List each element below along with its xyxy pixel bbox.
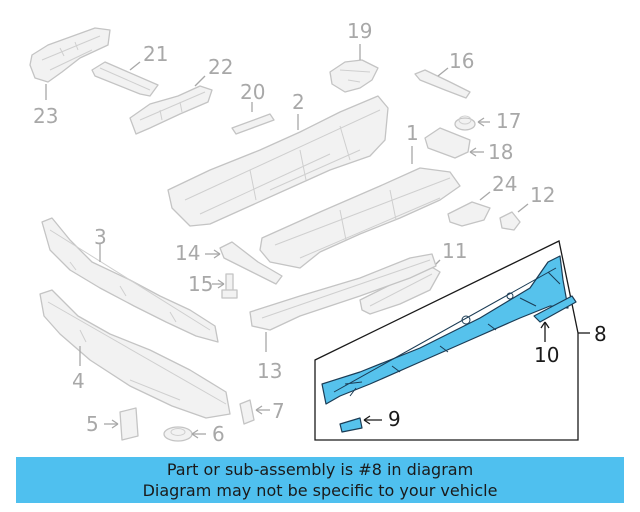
callout-8: 8 [594,322,607,346]
part-1-drawing [259,167,461,269]
callout-24: 24 [492,172,517,196]
part-23-drawing [29,27,111,83]
part-21-drawing [91,61,159,97]
part-14-drawing [219,241,283,285]
part-24-drawing [447,201,491,227]
part-19-drawing [329,59,379,93]
callout-13: 13 [257,359,282,383]
callout-4: 4 [72,369,85,393]
part-7-drawing [239,399,255,425]
part-6-drawing [163,426,193,442]
part-18-drawing [424,127,471,159]
banner-line-1: Part or sub-assembly is #8 in diagram [166,460,474,479]
callout-3: 3 [94,225,107,249]
part-13-drawing [249,253,437,331]
callout-12: 12 [530,183,555,207]
part-15-drawing [221,273,238,299]
callout-14: 14 [175,241,200,265]
banner-line-2: Diagram may not be specific to your vehi… [142,481,498,500]
callout-22: 22 [208,55,233,79]
callout-19: 19 [347,19,372,43]
assembly-8-frame [314,240,579,441]
part-2-drawing [167,95,389,227]
part-22-drawing [129,85,213,135]
part-4-drawing [39,289,231,419]
part-5-drawing [119,407,139,441]
callout-23: 23 [33,104,58,128]
callout-9: 9 [388,407,401,431]
callout-20: 20 [240,80,265,104]
part-16-drawing [414,69,471,99]
callout-5: 5 [86,412,99,436]
callout-21: 21 [143,42,168,66]
part-3-drawing [41,217,219,343]
part-9-drawing[interactable] [339,417,363,433]
info-banner: Part or sub-assembly is #8 in diagram Di… [16,457,624,503]
callout-11: 11 [442,239,467,263]
callout-15: 15 [188,272,213,296]
callout-6: 6 [212,422,225,446]
part-20-drawing [231,113,275,135]
part-8-rocker-panel[interactable] [321,255,569,405]
callout-2: 2 [292,90,305,114]
callout-18: 18 [488,140,513,164]
part-10-drawing[interactable] [533,295,577,323]
callout-16: 16 [449,49,474,73]
part-17-drawing [454,115,476,131]
callout-1: 1 [406,121,419,145]
callout-10: 10 [534,343,559,367]
callout-17: 17 [496,109,521,133]
part-12-drawing [499,211,521,231]
callout-7: 7 [272,399,285,423]
